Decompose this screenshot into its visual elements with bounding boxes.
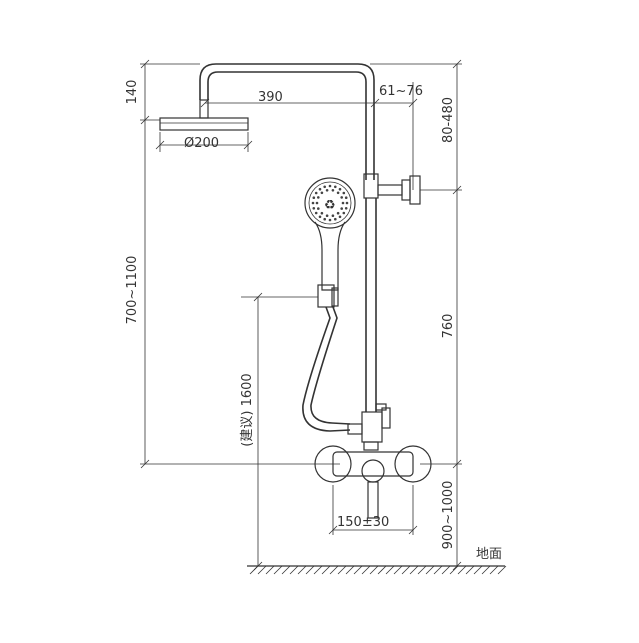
top-to-bracket-label: 80-480 xyxy=(441,97,456,143)
bracket-to-valve-label: 760 xyxy=(441,314,456,339)
nozzle-dot xyxy=(323,185,327,189)
floor-hatch-line xyxy=(337,565,347,575)
floor-hatch-line xyxy=(457,565,467,575)
floor-hatch-line xyxy=(401,565,411,575)
floor-hatch-line xyxy=(305,565,315,575)
floor xyxy=(247,565,507,575)
hand-shower: ♻ xyxy=(302,177,356,432)
floor-hatch-line xyxy=(369,565,379,575)
nozzle-dot xyxy=(334,185,337,189)
floor-hatch-line xyxy=(385,565,395,575)
floor-hatch-line xyxy=(249,565,259,575)
nozzle-dot xyxy=(312,196,316,199)
suggested-height-label: (建议) 1600 xyxy=(240,373,255,446)
rain-shower-head xyxy=(155,99,253,152)
floor-hatch-line xyxy=(289,565,299,575)
recycle-icon: ♻ xyxy=(324,198,336,213)
nozzle-dot xyxy=(331,214,335,217)
floor-hatch-line xyxy=(281,565,291,575)
nozzle-dot xyxy=(314,191,318,195)
floor-hatch-line xyxy=(377,565,387,575)
floor-hatch-line xyxy=(497,565,507,575)
nozzle-dot xyxy=(317,207,320,210)
head-height-label: 140 xyxy=(125,80,140,105)
nozzle-dot xyxy=(342,191,346,195)
nozzle-dot xyxy=(325,189,329,192)
floor-hatch-line xyxy=(417,565,427,575)
nozzle-dot xyxy=(331,189,335,192)
floor-hatch-line xyxy=(473,565,483,575)
floor-hatch-line xyxy=(313,565,323,575)
mixer-valve xyxy=(314,445,432,519)
nozzle-dot xyxy=(318,215,322,219)
nozzle-dot xyxy=(328,218,332,222)
floor-hatch-line xyxy=(297,565,307,575)
nozzle-dot xyxy=(345,201,349,205)
nozzle-dot xyxy=(314,211,318,215)
nozzle-dot xyxy=(336,191,340,195)
nozzle-dot xyxy=(334,217,337,221)
floor-hatch-line xyxy=(257,565,267,575)
nozzle-dot xyxy=(320,211,324,215)
floor-hatch-line xyxy=(441,565,451,575)
nozzle-dot xyxy=(312,207,316,210)
arm-length-label: 390 xyxy=(258,90,283,105)
floor-hatch-line xyxy=(273,565,283,575)
nozzle-dot xyxy=(323,217,327,221)
floor-hatch-line xyxy=(449,565,459,575)
nozzle-dot xyxy=(311,201,315,205)
shower-riser xyxy=(199,63,421,451)
nozzle-dot xyxy=(338,187,342,191)
nozzle-dot xyxy=(340,207,344,210)
nozzle-dot xyxy=(338,215,342,219)
floor-hatch-line xyxy=(361,565,371,575)
head-to-valve-label: 700~1100 xyxy=(125,256,140,325)
floor-hatch-line xyxy=(393,565,403,575)
nozzle-dot xyxy=(342,211,346,215)
nozzle-dot xyxy=(336,211,340,215)
floor-hatch-line xyxy=(265,565,275,575)
nozzle-dot xyxy=(325,214,329,217)
nozzle-dot xyxy=(344,196,348,199)
head-diameter-label: Ø200 xyxy=(184,136,219,151)
nozzle-dot xyxy=(328,184,332,188)
dimension-lines xyxy=(140,59,462,571)
floor-hatch-line xyxy=(409,565,419,575)
floor-hatch-line xyxy=(489,565,499,575)
floor-hatch-line xyxy=(481,565,491,575)
floor-hatch-line xyxy=(353,565,363,575)
nozzle-dot xyxy=(341,201,345,205)
floor-hatch-line xyxy=(329,565,339,575)
floor-hatch-line xyxy=(433,565,443,575)
floor-hatch-line xyxy=(465,565,475,575)
nozzle-dot xyxy=(340,196,344,199)
floor-hatch-line xyxy=(345,565,355,575)
floor-label: 地面 xyxy=(476,547,502,562)
nozzle-dot xyxy=(315,201,319,205)
dimension-labels: 390 61~76 Ø200 150±30 140 700~1100 (建议) … xyxy=(125,80,502,562)
valve-spacing-label: 150±30 xyxy=(337,515,389,530)
nozzle-dot xyxy=(317,196,320,199)
valve-to-floor-label: 900~1000 xyxy=(441,481,456,550)
nozzle-dot xyxy=(344,207,348,210)
nozzle-dot xyxy=(318,187,322,191)
nozzle-dot xyxy=(320,191,324,195)
floor-hatch-line xyxy=(321,565,331,575)
arm-offset-label: 61~76 xyxy=(379,84,423,99)
floor-hatch-line xyxy=(425,565,435,575)
